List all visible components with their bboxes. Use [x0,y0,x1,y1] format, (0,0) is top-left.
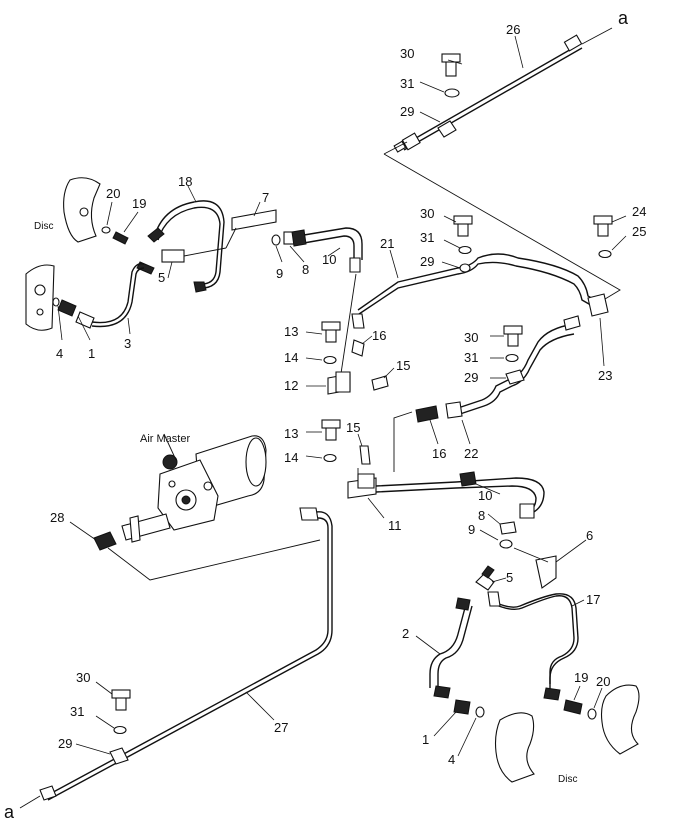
callout-8: 8 [478,508,485,523]
callout-7: 7 [262,190,269,205]
callout-20: 20 [106,186,120,201]
air-master-label: Air Master [140,433,190,445]
callout-30: 30 [464,330,478,345]
callout-30: 30 [76,670,90,685]
pipe-26-assembly [383,27,621,303]
callout-4: 4 [56,346,63,361]
callout-20: 20 [596,674,610,689]
callout-21: 21 [380,236,394,251]
callout-26: 26 [506,22,520,37]
callout-4: 4 [448,752,455,767]
callout-17: 17 [586,592,600,607]
callout-9: 9 [276,266,283,281]
callout-15: 15 [396,358,410,373]
callout-31: 31 [400,76,414,91]
callout-19: 19 [132,196,146,211]
right-brake-assembly [415,539,640,783]
right-upper-assembly [415,215,627,445]
callout-10: 10 [478,488,492,503]
callout-27: 27 [274,720,288,735]
left-brake-assembly [25,177,305,341]
callout-30: 30 [400,46,414,61]
callout-14: 14 [284,350,298,365]
callout-12: 12 [284,378,298,393]
air-master-assembly [69,433,321,581]
callout-31: 31 [70,704,84,719]
disc-left-lower [25,264,55,331]
callout-29: 29 [420,254,434,269]
callout-31: 31 [464,350,478,365]
callout-14: 14 [284,450,298,465]
disc-right-upper [600,684,640,755]
callout-13: 13 [284,426,298,441]
callout-3: 3 [124,336,131,351]
callout-29: 29 [464,370,478,385]
callout-16: 16 [432,446,446,461]
callout-30: 30 [420,206,434,221]
disc-right-lower [494,712,535,783]
center-upper-assembly [291,215,599,395]
disc-label-left: Disc [34,221,53,232]
callout-25: 25 [632,224,646,239]
center-lower-assembly [305,411,545,549]
callout-23: 23 [598,368,612,383]
callout-28: 28 [50,510,64,525]
disc-label-right: Disc [558,774,577,785]
callout-22: 22 [464,446,478,461]
pipe-27-assembly [19,507,333,809]
callout-5: 5 [158,270,165,285]
connection-label-a-top: a [618,8,629,28]
callout-8: 8 [302,262,309,277]
callout-11: 11 [388,518,402,533]
callout-19: 19 [574,670,588,685]
callout-1: 1 [422,732,429,747]
callout-29: 29 [400,104,414,119]
callout-1: 1 [88,346,95,361]
callout-16: 16 [372,328,386,343]
callout-5: 5 [506,570,513,585]
callout-15: 15 [346,420,360,435]
callout-18: 18 [178,174,192,189]
callout-31: 31 [420,230,434,245]
callout-9: 9 [468,522,475,537]
callout-13: 13 [284,324,298,339]
connection-label-a-bottom: a [4,802,15,822]
callout-24: 24 [632,204,646,219]
callout-2: 2 [402,626,409,641]
callout-6: 6 [586,528,593,543]
callout-10: 10 [322,252,336,267]
callout-29: 29 [58,736,72,751]
